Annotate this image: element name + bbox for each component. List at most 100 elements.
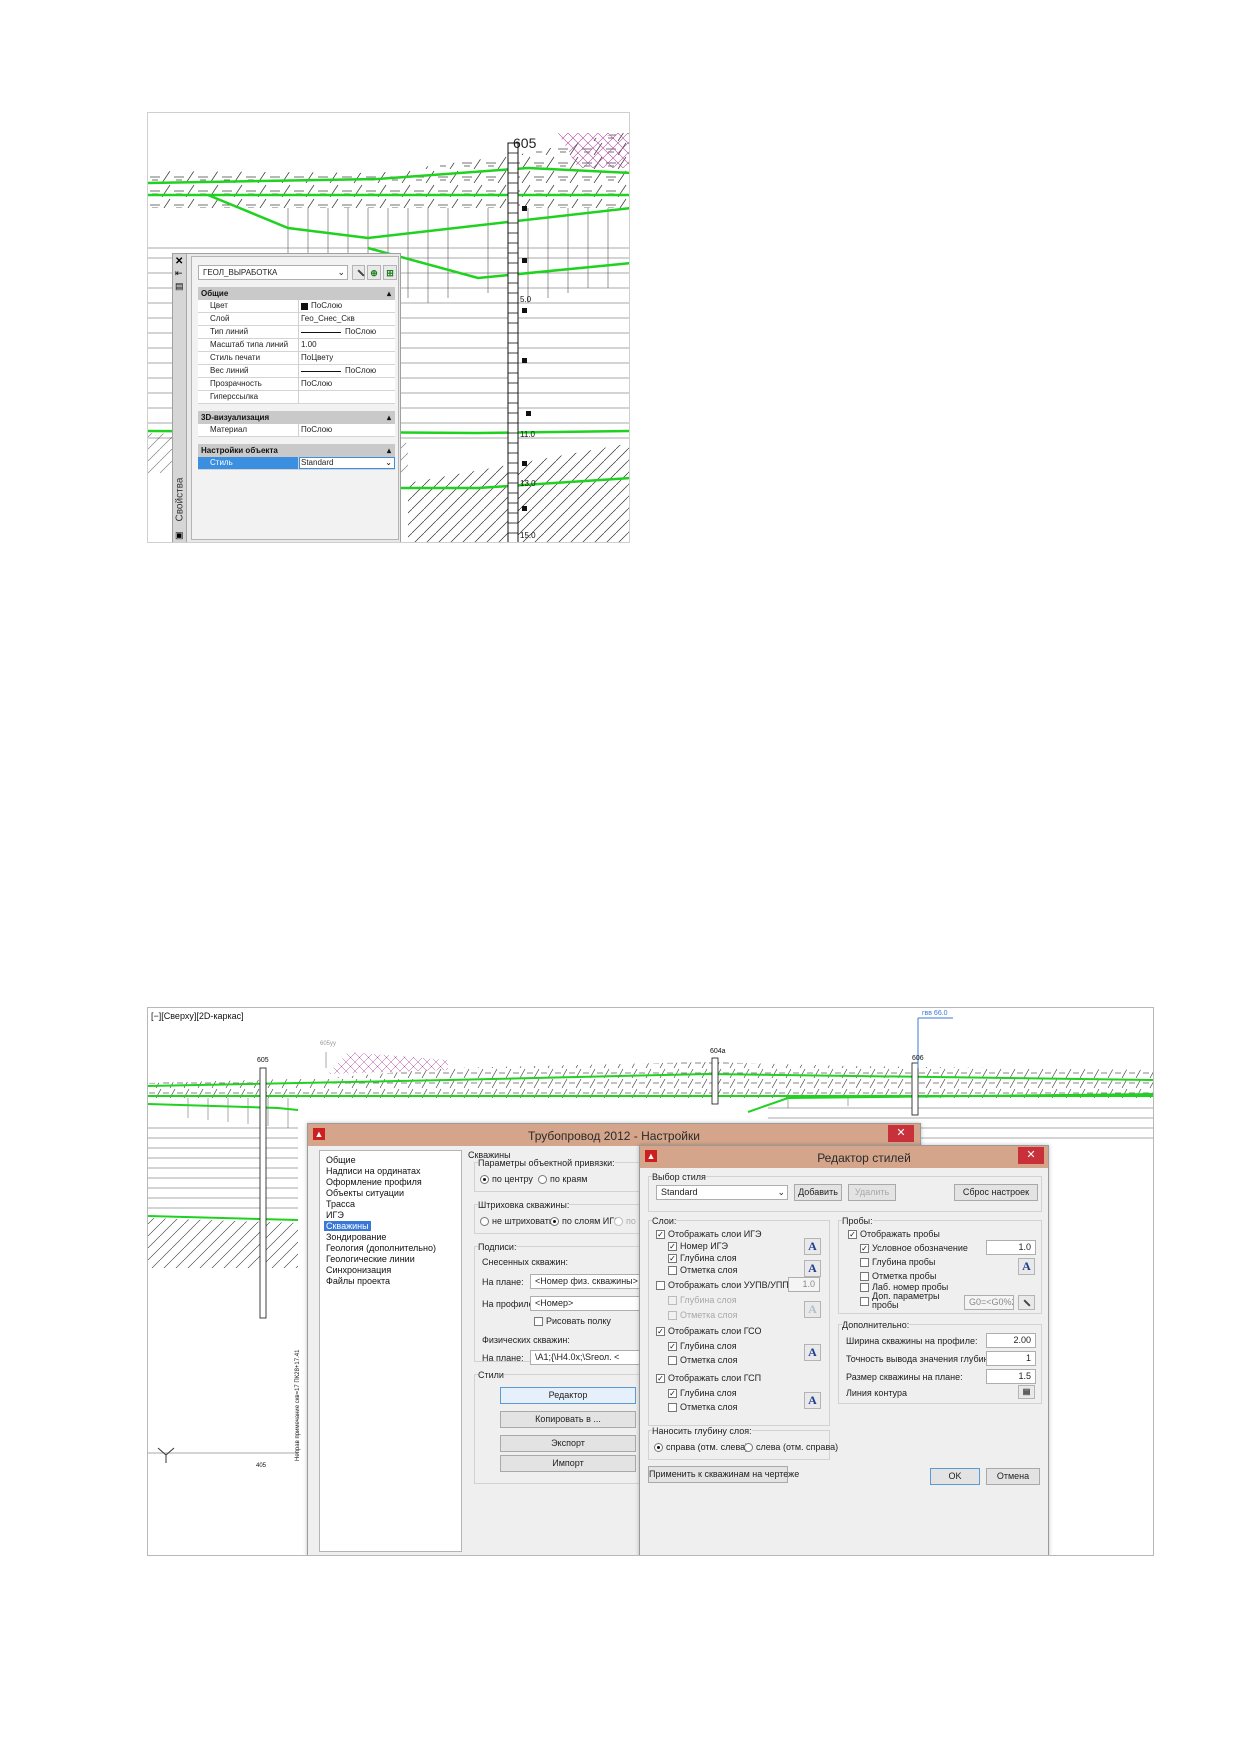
tree-item-project-files[interactable]: Файлы проекта <box>326 1276 391 1286</box>
uppv-value-field[interactable]: 1.0 <box>788 1277 820 1292</box>
on-profile-field[interactable]: <Номер> <box>530 1296 640 1311</box>
draw-shelf-checkbox[interactable] <box>534 1317 543 1326</box>
auto-hide-icon[interactable]: ⇤ <box>175 268 183 278</box>
font-style-icon[interactable]: A <box>1018 1258 1035 1275</box>
gso-depth-checkbox[interactable]: ✓ <box>668 1342 677 1351</box>
section-general[interactable]: Общие▴ <box>198 287 395 300</box>
tree-item-route[interactable]: Трасса <box>326 1199 356 1209</box>
ok-button[interactable]: OK <box>930 1468 980 1485</box>
depth-left-radio[interactable] <box>744 1443 753 1452</box>
on-plan-field[interactable]: <Номер физ. скважины> <box>530 1274 640 1289</box>
section-3d[interactable]: 3D-визуализация▴ <box>198 411 395 424</box>
copy-to-button[interactable]: Копировать в ... <box>500 1411 636 1428</box>
font-style-icon[interactable]: A <box>804 1301 821 1318</box>
depth-mark: 5.0 <box>520 295 532 304</box>
extra-params-field[interactable]: G0=<G0%2; <box>964 1295 1014 1310</box>
property-row-hyperlink[interactable]: Гиперссылка <box>198 391 395 404</box>
depth-right-radio[interactable] <box>654 1443 663 1452</box>
uppv-elev-checkbox[interactable] <box>668 1311 677 1320</box>
show-gso-checkbox[interactable]: ✓ <box>656 1327 665 1336</box>
on-plan-label: На плане: <box>482 1277 524 1287</box>
contour-line-icon[interactable]: ▤ <box>1018 1385 1035 1399</box>
show-gsp-checkbox[interactable]: ✓ <box>656 1374 665 1383</box>
sample-elev-checkbox[interactable] <box>860 1272 869 1281</box>
show-samples-checkbox[interactable]: ✓ <box>848 1230 857 1239</box>
gsp-depth-checkbox[interactable]: ✓ <box>668 1389 677 1398</box>
tree-item-sync[interactable]: Синхронизация <box>326 1265 392 1275</box>
close-icon[interactable]: ✕ <box>1018 1147 1044 1164</box>
style-select[interactable] <box>299 457 395 469</box>
import-button[interactable]: Импорт <box>500 1455 636 1472</box>
close-icon[interactable]: ✕ <box>175 256 184 267</box>
uppv-depth-checkbox[interactable] <box>668 1296 677 1305</box>
snap-center-radio[interactable] <box>480 1175 489 1184</box>
tree-item-general[interactable]: Общие <box>326 1155 356 1165</box>
object-type-select[interactable]: ГЕОЛ_ВЫРАБОТКА ⌄ <box>198 265 348 280</box>
font-style-icon[interactable]: A <box>804 1238 821 1255</box>
tree-item-geology-extra[interactable]: Геология (дополнительно) <box>326 1243 436 1253</box>
font-style-icon[interactable]: A <box>804 1392 821 1409</box>
on-plan2-field[interactable]: \A1;{\H4.0x;\Sгеол. < <box>530 1350 640 1365</box>
pick-icon[interactable] <box>1018 1295 1035 1310</box>
ige-elev-checkbox[interactable] <box>668 1266 677 1275</box>
apply-to-wells-button[interactable]: Применить к скважинам на чертеже <box>648 1466 799 1483</box>
delete-style-button[interactable]: Удалить <box>848 1184 896 1201</box>
tree-item-profile-design[interactable]: Оформление профиля <box>326 1177 422 1187</box>
tree-item-ige[interactable]: ИГЭ <box>326 1210 344 1220</box>
lab-number-checkbox[interactable] <box>860 1283 869 1292</box>
add-style-button[interactable]: Добавить <box>794 1184 842 1201</box>
ige-depth-checkbox[interactable]: ✓ <box>668 1254 677 1263</box>
precision-field[interactable]: 1 <box>986 1351 1036 1366</box>
export-button[interactable]: Экспорт <box>500 1435 636 1452</box>
show-uppv-checkbox[interactable] <box>656 1281 665 1290</box>
hatch-ige-radio[interactable] <box>550 1217 559 1226</box>
ige-number-checkbox[interactable]: ✓ <box>668 1242 677 1251</box>
gsp-elev-checkbox[interactable] <box>668 1403 677 1412</box>
section-object-settings[interactable]: Настройки объекта▴ <box>198 444 395 457</box>
gso-elev-checkbox[interactable] <box>668 1356 677 1365</box>
tree-item-geo-lines[interactable]: Геологические линии <box>326 1254 415 1264</box>
snap-edges-radio[interactable] <box>538 1175 547 1184</box>
reset-settings-button[interactable]: Сброс настроек <box>954 1184 1038 1201</box>
tree-item-sounding[interactable]: Зондирование <box>326 1232 387 1242</box>
tree-item-situation-objects[interactable]: Объекты ситуации <box>326 1188 404 1198</box>
style-select[interactable]: Standard ⌄ <box>656 1185 788 1200</box>
toggle-pickadd-icon[interactable] <box>352 265 365 280</box>
close-icon[interactable]: ✕ <box>888 1125 914 1142</box>
tree-item-wells[interactable]: Скважины <box>324 1221 371 1231</box>
property-key: Слой <box>210 314 230 323</box>
quick-select-icon[interactable]: ⊞ <box>383 265 397 280</box>
settings-tree: Общие Надписи на ординатах Оформление пр… <box>319 1150 462 1552</box>
extra-params-checkbox[interactable] <box>860 1297 869 1306</box>
profile-screenshot-top: 605 5.0 11.0 13.0 15.0 ✕ ⇤ ▤ Свойства ▣ … <box>147 112 630 543</box>
viewport-controls[interactable]: [−][Сверху][2D-каркас] <box>151 1011 244 1021</box>
cancel-button[interactable]: Отмена <box>986 1468 1040 1485</box>
select-objects-icon[interactable]: ⊕ <box>367 265 381 280</box>
font-style-icon[interactable]: A <box>804 1260 821 1277</box>
tree-item-ordinate-labels[interactable]: Надписи на ординатах <box>326 1166 421 1176</box>
width-profile-field[interactable]: 2.00 <box>986 1333 1036 1348</box>
palette-properties-icon[interactable]: ▣ <box>175 530 184 540</box>
vertical-note: Неправ примечание скв=17 ПК28+17.41 <box>295 1349 301 1461</box>
plan-size-field[interactable]: 1.5 <box>986 1369 1036 1384</box>
font-style-icon[interactable]: A <box>804 1344 821 1361</box>
plan-size-label: Размер скважины на плане: <box>846 1372 963 1382</box>
hatch-samples-radio[interactable] <box>614 1217 623 1226</box>
palette-menu-icon[interactable]: ▤ <box>175 281 184 291</box>
editor-button[interactable]: Редактор <box>500 1387 636 1404</box>
sample-depth-checkbox[interactable] <box>860 1258 869 1267</box>
show-ige-checkbox[interactable]: ✓ <box>656 1230 665 1239</box>
cond-symbol-checkbox[interactable]: ✓ <box>860 1244 869 1253</box>
cond-symbol-field[interactable]: 1.0 <box>986 1240 1036 1255</box>
property-key: Тип линий <box>210 327 249 336</box>
hatch-none-radio[interactable] <box>480 1217 489 1226</box>
